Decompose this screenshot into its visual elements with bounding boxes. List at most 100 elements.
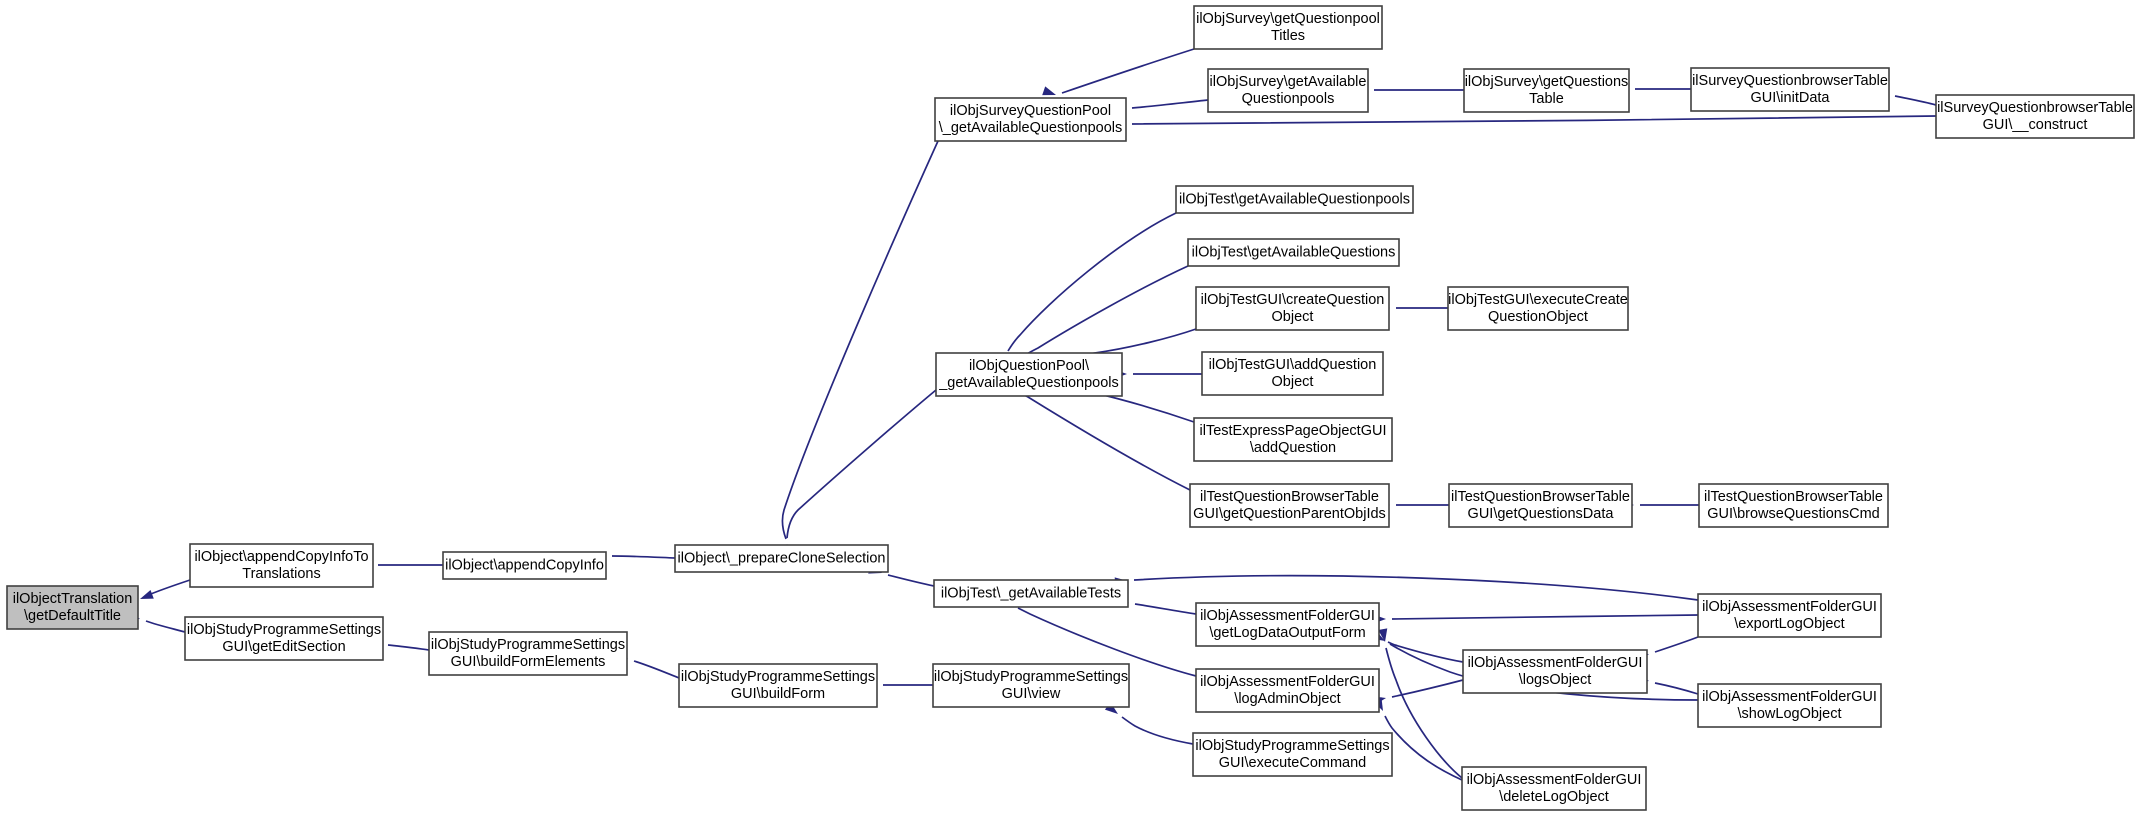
graph-node-ilobjsurvey-getavailablequestionpools[interactable]: ilObjSurvey\getAvailableQuestionpools bbox=[1207, 68, 1369, 113]
node-box[interactable] bbox=[1697, 593, 1882, 638]
graph-node-ilobjassessmentfoldergui-logadminobject[interactable]: ilObjAssessmentFolderGUI\logAdminObject bbox=[1195, 668, 1380, 713]
node-box[interactable] bbox=[1195, 668, 1380, 713]
node-label-line: Translations bbox=[242, 566, 320, 582]
node-box[interactable] bbox=[678, 663, 878, 708]
edge-line bbox=[1387, 641, 1464, 663]
graph-node-ilobjtest-getavailabletests[interactable]: ilObjTest\_getAvailableTests bbox=[933, 579, 1129, 608]
node-box[interactable] bbox=[1189, 483, 1390, 528]
node-box[interactable] bbox=[1193, 417, 1393, 462]
graph-node-ilobjtest-getavailablequestions[interactable]: ilObjTest\getAvailableQuestions bbox=[1187, 238, 1400, 267]
node-box[interactable] bbox=[1192, 732, 1393, 777]
node-box[interactable] bbox=[442, 551, 607, 580]
edge-n2-to-n1 bbox=[140, 579, 191, 599]
graph-node-ilobjtest-getavailablequestionpools[interactable]: ilObjTest\getAvailableQuestionpools bbox=[1175, 185, 1414, 214]
graph-node-ilsurveyquestionbrowsertablegui-construct[interactable]: ilSurveyQuestionbrowserTableGUI\__constr… bbox=[1935, 94, 2135, 139]
edge-line bbox=[633, 660, 680, 679]
edge-line bbox=[145, 620, 186, 633]
node-label-line: GUI\getQuestionParentObjIds bbox=[1193, 506, 1386, 522]
graph-node-ilobjassessmentfoldergui-exportlogobject[interactable]: ilObjAssessmentFolderGUI\exportLogObject bbox=[1697, 593, 1882, 638]
node-box[interactable] bbox=[1201, 351, 1384, 396]
node-box[interactable] bbox=[1935, 94, 2135, 139]
node-box[interactable] bbox=[933, 579, 1129, 608]
node-box[interactable] bbox=[1690, 67, 1890, 112]
graph-node-ilobjstudyprogrammesettingsgui-buildformelements[interactable]: ilObjStudyProgrammeSettingsGUI\buildForm… bbox=[428, 631, 628, 676]
node-box[interactable] bbox=[1463, 68, 1630, 113]
node-box[interactable] bbox=[1447, 286, 1629, 331]
node-box[interactable] bbox=[6, 585, 139, 630]
edge-line bbox=[1391, 614, 1699, 620]
node-box[interactable] bbox=[674, 544, 889, 573]
graph-node-iltestquestionbrowsertablegui-getquestionparentobjids[interactable]: ilTestQuestionBrowserTableGUI\getQuestio… bbox=[1189, 483, 1390, 528]
node-box[interactable] bbox=[189, 543, 374, 588]
node-box[interactable] bbox=[1698, 483, 1889, 528]
node-box[interactable] bbox=[1187, 238, 1400, 267]
node-box[interactable] bbox=[932, 663, 1130, 708]
edge-line bbox=[387, 644, 430, 651]
node-box[interactable] bbox=[935, 352, 1123, 397]
node-label-line: ilObject\appendCopyInfoTo bbox=[194, 549, 368, 565]
node-label-line: ilObjTestGUI\executeCreate bbox=[1448, 292, 1628, 308]
node-box[interactable] bbox=[1461, 766, 1647, 811]
node-box[interactable] bbox=[1462, 649, 1648, 694]
node-label-line: Table bbox=[1529, 91, 1564, 107]
node-label-line: ilTestQuestionBrowserTable bbox=[1451, 489, 1630, 505]
node-box[interactable] bbox=[1175, 185, 1414, 214]
node-box[interactable] bbox=[1193, 5, 1383, 50]
graph-node-iltestquestionbrowsertablegui-browsequestionscmd[interactable]: ilTestQuestionBrowserTableGUI\browseQues… bbox=[1698, 483, 1889, 528]
node-box[interactable] bbox=[1448, 483, 1633, 528]
node-label-line: ilSurveyQuestionbrowserTable bbox=[1937, 100, 2133, 116]
edge-n28-to-n27 bbox=[1104, 702, 1194, 745]
node-label-line: ilObject\_prepareCloneSelection bbox=[678, 550, 886, 566]
graph-node-ilobjassessmentfoldergui-deletelogobject[interactable]: ilObjAssessmentFolderGUI\deleteLogObject bbox=[1461, 766, 1647, 811]
graph-node-ilobject-preparecloneselection[interactable]: ilObject\_prepareCloneSelection bbox=[674, 544, 889, 573]
node-label-line: GUI\getQuestionsData bbox=[1468, 506, 1615, 522]
node-label-line: ilObjectTranslation bbox=[13, 591, 133, 607]
node-label-line: GUI\view bbox=[1002, 686, 1061, 702]
node-label-line: GUI\executeCommand bbox=[1219, 755, 1366, 771]
graph-node-ilobject-appendcopyinfo[interactable]: ilObject\appendCopyInfo bbox=[442, 551, 607, 580]
edge-line bbox=[1654, 682, 1699, 695]
node-label-line: ilObjSurvey\getQuestions bbox=[1465, 74, 1629, 90]
edge-line bbox=[611, 555, 676, 559]
node-label-line: ilObjSurveyQuestionPool bbox=[950, 103, 1111, 119]
edge-line bbox=[1017, 390, 1191, 491]
node-label-line: \_getAvailableQuestionpools bbox=[939, 120, 1123, 136]
graph-node-ilobjassessmentfoldergui-showlogobject[interactable]: ilObjAssessmentFolderGUI\showLogObject bbox=[1697, 683, 1882, 728]
graph-node-ilobjassessmentfoldergui-getlogdataoutputform[interactable]: ilObjAssessmentFolderGUI\getLogDataOutpu… bbox=[1195, 602, 1380, 647]
edge-line bbox=[145, 579, 191, 597]
node-label-line: ilObjTest\getAvailableQuestions bbox=[1192, 244, 1396, 260]
node-label-line: ilTestQuestionBrowserTable bbox=[1704, 489, 1883, 505]
node-label-line: Object bbox=[1272, 374, 1314, 390]
graph-node-iltestexpresspageobjectgui-addquestion[interactable]: ilTestExpressPageObjectGUI\addQuestion bbox=[1193, 417, 1393, 462]
node-box[interactable] bbox=[1195, 286, 1390, 331]
edge-line bbox=[1078, 328, 1197, 356]
node-box[interactable] bbox=[1207, 68, 1369, 113]
node-box[interactable] bbox=[1195, 602, 1380, 647]
node-box[interactable] bbox=[184, 616, 384, 661]
graph-node-ilobjsurveyquestionpool-getavailablequestionpools[interactable]: ilObjSurveyQuestionPool\_getAvailableQue… bbox=[934, 97, 1127, 142]
node-label-line: ilObjAssessmentFolderGUI bbox=[1467, 772, 1642, 788]
graph-node-ilobjquestionpool-getavailablequestionpools[interactable]: ilObjQuestionPool\_getAvailableQuestionp… bbox=[935, 352, 1123, 397]
graph-node-ilobjstudyprogrammesettingsgui-geteditsection[interactable]: ilObjStudyProgrammeSettingsGUI\getEditSe… bbox=[184, 616, 384, 661]
node-label-line: ilObjStudyProgrammeSettings bbox=[934, 669, 1128, 685]
graph-node-ilobjstudyprogrammesettingsgui-executecommand[interactable]: ilObjStudyProgrammeSettingsGUI\executeCo… bbox=[1192, 732, 1393, 777]
edge-n15-to-n6 bbox=[783, 389, 937, 558]
graph-node-ilobjecttranslation-getdefaulttitle[interactable]: ilObjectTranslation\getDefaultTitle bbox=[6, 585, 139, 630]
node-box[interactable] bbox=[934, 97, 1127, 142]
node-box[interactable] bbox=[1697, 683, 1882, 728]
graph-node-iltestquestionbrowsertablegui-getquestionsdata[interactable]: ilTestQuestionBrowserTableGUI\getQuestio… bbox=[1448, 483, 1633, 528]
node-label-line: ilObjAssessmentFolderGUI bbox=[1200, 674, 1375, 690]
edge-line bbox=[1384, 715, 1463, 781]
node-box[interactable] bbox=[428, 631, 628, 676]
graph-node-ilobjassessmentfoldergui-logsobject[interactable]: ilObjAssessmentFolderGUI\logsObject bbox=[1462, 649, 1648, 694]
edge-n11-to-n9 bbox=[1112, 99, 1209, 113]
